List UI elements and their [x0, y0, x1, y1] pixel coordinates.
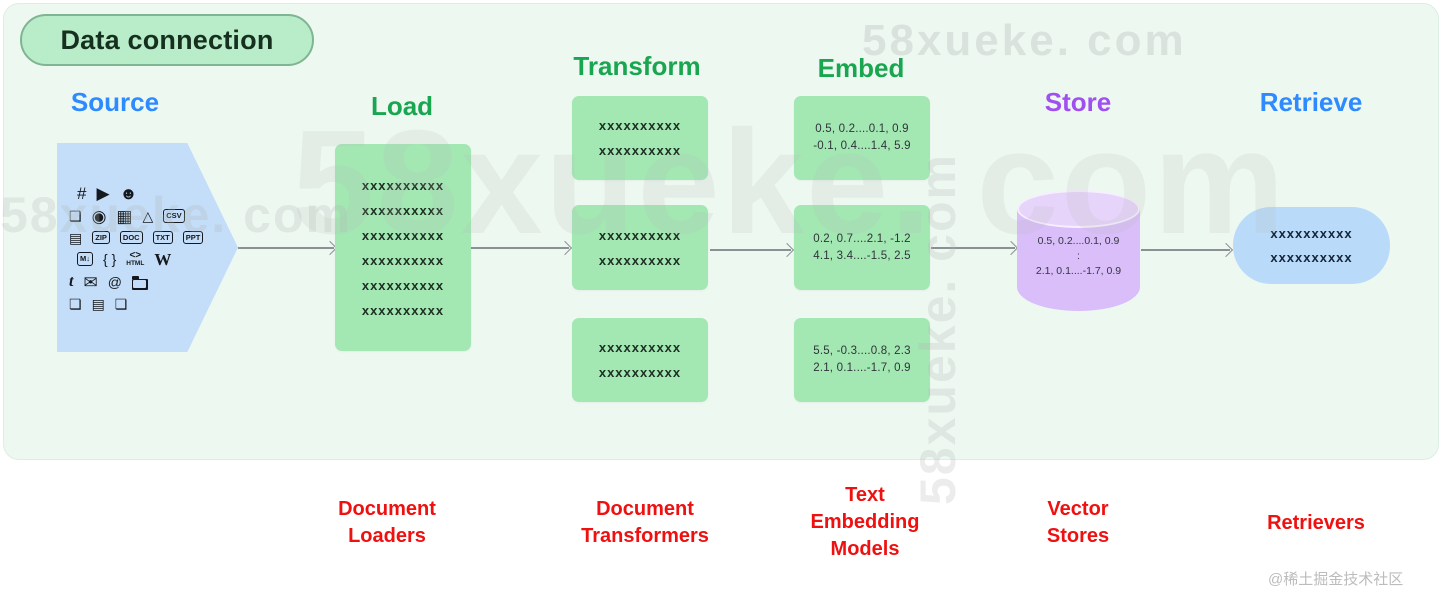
- caption-vector-stores: Vector Stores: [1046, 498, 1110, 547]
- notes-icon: ▤: [91, 295, 105, 312]
- retrieve-box: xxxxxxxxxx xxxxxxxxxx: [1233, 207, 1390, 284]
- source-icon-row: ❏ ▤ ❏: [69, 297, 186, 311]
- retrieve-line: xxxxxxxxxx: [1270, 249, 1353, 265]
- header-load: Load: [370, 91, 434, 121]
- transform-box-1: xxxxxxxxxx xxxxxxxxxx: [572, 96, 708, 180]
- image-icon: ▦: [116, 206, 133, 226]
- file-icon: ❏: [114, 295, 128, 312]
- source-icon-row: M↓ { } <> HTML W: [69, 249, 186, 269]
- embed-box-2: 0.2, 0.7....2.1, -1.2 4.1, 3.4....-1.5, …: [794, 205, 930, 290]
- file-icon: ❏: [69, 208, 82, 224]
- code-file-icon: { }: [103, 251, 117, 267]
- markdown-icon: M↓: [77, 252, 93, 266]
- caption-document-loaders: Document Loaders: [338, 498, 436, 547]
- load-line: xxxxxxxxxx: [361, 227, 445, 243]
- store-vector-line: 2.1, 0.1....-1.7, 0.9: [1035, 265, 1122, 277]
- embed-vector-line: 4.1, 3.4....-1.5, 2.5: [813, 249, 911, 262]
- html-icon: <> HTML: [126, 249, 145, 268]
- embed-box-1: 0.5, 0.2....0.1, 0.9 -0.1, 0.4....1.4, 5…: [794, 96, 930, 180]
- caption-retrievers: Retrievers: [1267, 512, 1365, 534]
- transform-line: xxxxxxxxxx: [598, 143, 682, 158]
- doc-file-icon: DOC: [119, 230, 143, 245]
- at-icon: @: [107, 274, 122, 290]
- community-credit: @稀土掘金技术社区: [1268, 571, 1404, 588]
- arrow-store-to-retrieve: [1141, 249, 1230, 251]
- arrow-embed-to-store: [931, 247, 1015, 249]
- embed-vector-line: 5.5, -0.3....0.8, 2.3: [813, 345, 911, 357]
- ppt-file-icon: PPT: [182, 230, 204, 245]
- youtube-icon: ▶: [96, 183, 110, 203]
- caption-text-embedding-models: Text Embedding Models: [810, 484, 920, 560]
- notes-icon: ▤: [69, 229, 83, 246]
- vector-store-cylinder: 0.5, 0.2....0.1, 0.9 : 2.1, 0.1....-1.7,…: [1017, 190, 1140, 311]
- file-icon: ❏: [69, 295, 82, 312]
- embed-vector-line: 2.1, 0.1....-1.7, 0.9: [813, 362, 911, 374]
- arrow-source-to-load: [238, 247, 334, 249]
- transform-line: xxxxxxxxxx: [598, 365, 682, 380]
- header-embed: Embed: [817, 53, 905, 83]
- email-icon: ✉: [83, 272, 98, 292]
- load-line: xxxxxxxxxx: [361, 302, 445, 318]
- transform-line: xxxxxxxxxx: [598, 340, 682, 355]
- load-line: xxxxxxxxxx: [361, 177, 445, 193]
- diagram-title: Data connection: [20, 14, 314, 66]
- transform-box-3: xxxxxxxxxx xxxxxxxxxx: [572, 318, 708, 402]
- load-line: xxxxxxxxxx: [361, 202, 445, 218]
- transform-line: xxxxxxxxxx: [598, 227, 682, 243]
- store-vector-ellipsis: :: [1077, 250, 1080, 262]
- source-icon-row: ▤ ZIP DOC TXT PPT: [69, 229, 204, 246]
- github-icon: ◉: [91, 206, 107, 226]
- load-line: xxxxxxxxxx: [361, 252, 445, 268]
- embed-box-3: 5.5, -0.3....0.8, 2.3 2.1, 0.1....-1.7, …: [794, 318, 930, 402]
- diagram-card: [3, 3, 1439, 460]
- header-source: Source: [70, 87, 160, 117]
- load-box: xxxxxxxxxx xxxxxxxxxx xxxxxxxxxx xxxxxxx…: [335, 144, 471, 351]
- discord-icon: ☻: [119, 183, 138, 203]
- source-icon-row: # ▶ ☻: [69, 185, 186, 202]
- header-transform: Transform: [573, 51, 701, 81]
- wikipedia-icon: W: [154, 249, 172, 269]
- cylinder-top: [1017, 190, 1140, 228]
- slack-icon: #: [77, 183, 87, 203]
- transform-line: xxxxxxxxxx: [598, 118, 682, 133]
- transform-box-2: xxxxxxxxxx xxxxxxxxxx: [572, 205, 708, 290]
- zip-file-icon: ZIP: [92, 230, 110, 245]
- retrieve-line: xxxxxxxxxx: [1270, 225, 1353, 241]
- load-line: xxxxxxxxxx: [361, 277, 445, 293]
- header-retrieve: Retrieve: [1259, 87, 1363, 117]
- embed-vector-line: -0.1, 0.4....1.4, 5.9: [813, 140, 911, 152]
- folder-icon: [131, 275, 148, 290]
- source-icon-row: t ✉ @: [69, 274, 186, 291]
- source-icon-row: ❏ ◉ ▦ △ CSV: [69, 208, 186, 225]
- html-icon-brackets: <>: [129, 249, 142, 261]
- drive-icon: △: [142, 208, 154, 224]
- arrow-transform-to-embed: [710, 249, 791, 251]
- txt-file-icon: TXT: [152, 230, 173, 245]
- header-store: Store: [1044, 87, 1112, 117]
- arrow-load-to-transform: [471, 247, 569, 249]
- twitter-icon: t: [69, 273, 74, 290]
- cylinder-text: 0.5, 0.2....0.1, 0.9 : 2.1, 0.1....-1.7,…: [1017, 234, 1140, 279]
- embed-vector-line: 0.5, 0.2....0.1, 0.9: [815, 123, 909, 135]
- csv-file-icon: CSV: [163, 209, 185, 223]
- store-vector-line: 0.5, 0.2....0.1, 0.9: [1037, 235, 1120, 247]
- caption-document-transformers: Document Transformers: [581, 498, 709, 547]
- html-icon-label: HTML: [126, 259, 145, 267]
- transform-line: xxxxxxxxxx: [598, 252, 682, 268]
- embed-vector-line: 0.2, 0.7....2.1, -1.2: [813, 232, 911, 245]
